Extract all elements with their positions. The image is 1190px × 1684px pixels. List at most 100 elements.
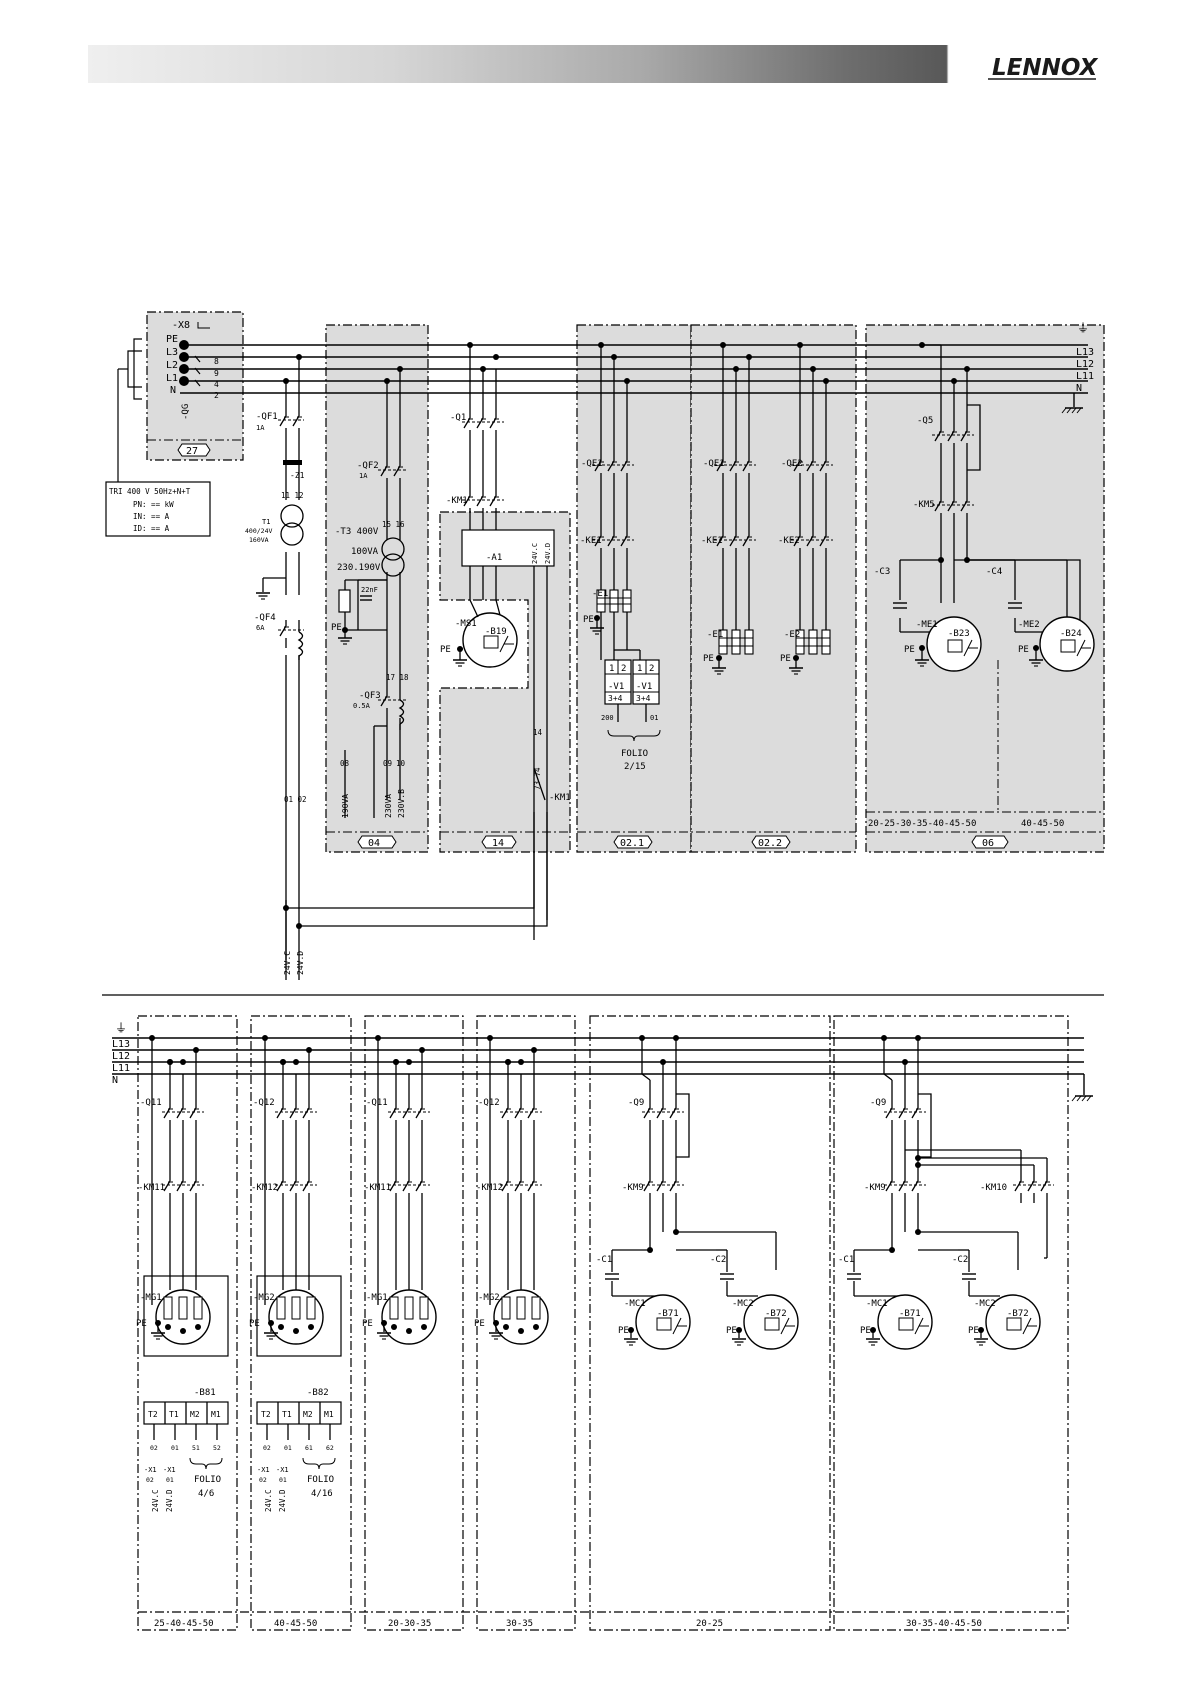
pe-label: PE	[249, 1319, 260, 1329]
z1-filter	[283, 460, 302, 465]
x1-num: 02	[259, 1476, 267, 1484]
folio-ref: 4/16	[311, 1489, 333, 1499]
folio-14: 14	[492, 838, 504, 849]
transformer-t1: T1 400/24V 160VA	[245, 504, 304, 546]
fan-breaker-label: -Q11	[366, 1098, 388, 1108]
svg-text:L11: L11	[112, 1063, 130, 1074]
svg-text:-ME1: -ME1	[916, 620, 938, 630]
qf2-label: -QF2	[357, 461, 379, 471]
comp-contactor-label: -KM9	[622, 1183, 644, 1193]
svg-text:1A: 1A	[256, 424, 265, 432]
motor-symbol	[764, 1317, 780, 1331]
compressor-protection-label: -B72	[1007, 1309, 1029, 1319]
svg-text:17 18: 17 18	[386, 673, 409, 682]
svg-text:2: 2	[214, 391, 219, 400]
fan-motor-label: -MG2	[253, 1293, 275, 1303]
folio-ref: FOLIO	[194, 1475, 221, 1485]
motor-winding	[404, 1296, 414, 1320]
compressor-motor-label: -MC2	[732, 1299, 754, 1309]
svg-text:FOLIO: FOLIO	[621, 749, 648, 759]
svg-text:PN: == kW: PN: == kW	[133, 500, 174, 509]
svg-text:-E1: -E1	[592, 589, 608, 599]
capacitor-c1-label: -C1	[596, 1255, 612, 1265]
bus-label-l11: L11	[1076, 371, 1094, 382]
fan-protection-frame	[143, 1275, 229, 1357]
folio-02-2: 02.2	[758, 838, 782, 849]
svg-text:1A: 1A	[359, 472, 368, 480]
thermal-pin: M1	[211, 1410, 221, 1419]
svg-text:09: 09	[383, 759, 392, 768]
qe1-label-022: -QE1	[703, 459, 725, 469]
svg-text:N: N	[170, 385, 176, 396]
zone-14	[439, 511, 571, 853]
svg-text:-MS1: -MS1	[455, 619, 477, 629]
motor-me2	[1039, 616, 1095, 672]
zone-02-2	[690, 324, 857, 853]
fan-thermal-label: -B81	[194, 1388, 216, 1398]
compressor-motor-label: -MC1	[866, 1299, 888, 1309]
compressor-protection-label: -B71	[899, 1309, 921, 1319]
svg-text:230VA: 230VA	[384, 794, 393, 818]
svg-text:PE: PE	[904, 645, 915, 655]
svg-text:-V1: -V1	[608, 682, 624, 692]
svg-text:01 02: 01 02	[284, 795, 307, 804]
thermal-pin: T2	[261, 1410, 271, 1419]
x1-label: -X1	[276, 1466, 289, 1474]
svg-text:-T3 400V: -T3 400V	[335, 527, 379, 537]
variant-label: 40-45-50	[274, 1619, 317, 1629]
compressor-module-b: -Q9-KM9-C1-C2-MC1-B71PE-MC2-B72PE-KM1030…	[838, 1035, 1054, 1629]
svg-text:24V.D: 24V.D	[544, 543, 552, 564]
fan-contactor-label: -KM11	[364, 1183, 391, 1193]
comp-contactor2-label: -KM10	[980, 1183, 1007, 1193]
folio-04: 04	[368, 838, 380, 849]
capacitor-c2-label: -C2	[710, 1255, 726, 1265]
motor-winding	[306, 1296, 316, 1320]
x1-num: 01	[279, 1476, 287, 1484]
zone-04-circuit	[344, 369, 401, 800]
svg-text:2/15: 2/15	[624, 762, 646, 772]
zone-04	[325, 324, 429, 853]
folio-brace	[302, 1457, 336, 1470]
fan-module-2: -Q12-KM12-MG2PE-B82T202T101M261M162-X1-X…	[249, 1035, 342, 1629]
comp-breaker-label: -Q9	[870, 1098, 886, 1108]
motor-winding	[291, 1296, 301, 1320]
24v-return-wires	[286, 812, 548, 927]
svg-text:IN: == A: IN: == A	[133, 512, 170, 521]
zone-02-1	[576, 324, 692, 853]
bus-earth-symbol: ⏚	[1077, 321, 1089, 335]
a1-controller	[461, 529, 555, 567]
svg-text:N: N	[112, 1075, 118, 1086]
svg-text:-E2: -E2	[784, 630, 800, 640]
folio-02-1: 02.1	[620, 838, 644, 849]
thermal-pin: M2	[303, 1410, 313, 1419]
qf3-label: -QF3	[359, 691, 381, 701]
svg-text:PE: PE	[166, 334, 178, 345]
motor-symbol	[672, 1317, 687, 1335]
zone-06	[865, 324, 1105, 853]
svg-text:-KE1: -KE1	[701, 536, 723, 546]
svg-text:-E1: -E1	[707, 630, 723, 640]
svg-text:9: 9	[214, 369, 219, 378]
upper-zones	[146, 311, 1105, 853]
thermal-wire: 02	[263, 1444, 271, 1452]
svg-text:6A: 6A	[256, 624, 265, 632]
svg-text:PE: PE	[583, 615, 594, 625]
qf4-label: -QF4	[254, 613, 276, 623]
svg-text:22nF: 22nF	[361, 586, 378, 594]
variant-label: 25-40-45-50	[154, 1619, 214, 1629]
pe-label: PE	[474, 1319, 485, 1329]
svg-text:2: 2	[621, 664, 626, 674]
compressor-motor	[635, 1294, 691, 1350]
variant-label: 20-30-35	[388, 1619, 431, 1629]
svg-text:14: 14	[533, 728, 543, 737]
logo-text: LENNOX	[992, 55, 1099, 81]
supply-bracket	[117, 338, 142, 482]
pe-label: PE	[860, 1326, 871, 1336]
svg-text:73 74: 73 74	[533, 767, 542, 790]
fan-motor-label: -MG1	[140, 1293, 162, 1303]
svg-text:-Z1: -Z1	[290, 471, 305, 480]
x1-label: -X1	[144, 1466, 157, 1474]
svg-text:T1: T1	[262, 518, 270, 526]
